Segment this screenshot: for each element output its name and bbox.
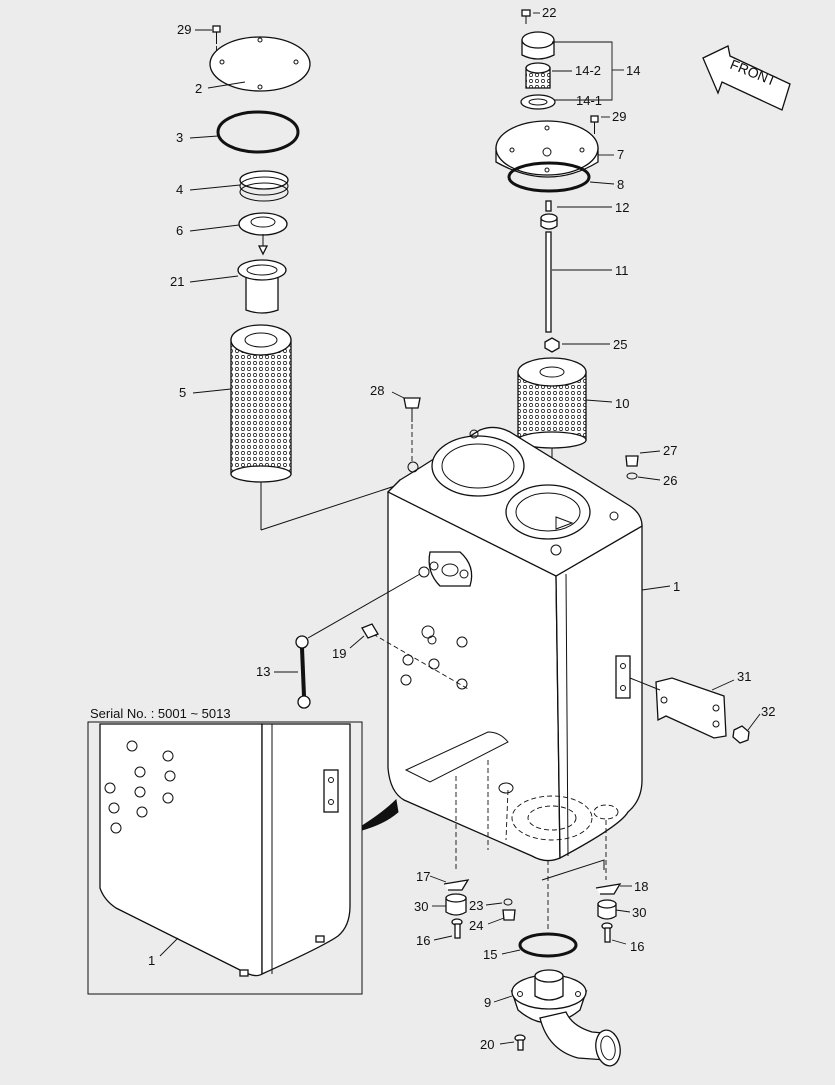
level-gauge-11 [540,213,612,333]
callout-30-left: 30 [414,899,428,914]
bolt-32 [732,713,761,744]
damper-30-left [432,893,467,916]
callout-8: 8 [617,177,624,192]
callout-29-left: 29 [177,22,191,37]
bolt-22 [521,9,540,24]
damper-30-right [597,899,631,920]
bolt-16-left [433,918,463,941]
callout-30-right: 30 [632,905,646,920]
callout-31: 31 [737,669,751,684]
callout-7: 7 [617,147,624,162]
callout-10: 10 [615,396,629,411]
callout-4: 4 [176,182,183,197]
seal-26 [626,472,661,481]
cover-plate-2 [207,36,311,92]
washer-23 [485,898,513,906]
callout-22: 22 [542,5,556,20]
inset-pointer [361,798,399,831]
clip-17 [429,875,470,891]
callout-2: 2 [195,81,202,96]
callout-29-right: 29 [612,109,626,124]
clip-18 [595,883,632,895]
callout-14-2: 14-2 [575,63,601,78]
breather-14 [520,31,624,110]
callout-18: 18 [634,879,648,894]
nut-25 [544,337,610,353]
sensor-19 [349,623,379,649]
pin-12 [545,200,612,212]
sleeve-21 [189,259,287,314]
callout-6: 6 [176,223,183,238]
callout-16-left: 16 [416,933,430,948]
callout-1-main: 1 [673,579,680,594]
callout-1-inset: 1 [148,953,155,968]
callout-25: 25 [613,337,627,352]
callout-32: 32 [761,704,775,719]
inset-title: Serial No. : 5001 ~ 5013 [90,706,231,721]
callout-11: 11 [615,263,629,278]
bolt-16-right [601,922,627,945]
callout-13: 13 [256,664,270,679]
callout-14: 14 [626,63,640,78]
callout-12: 12 [615,200,629,215]
o-ring-15 [501,932,578,958]
callout-23: 23 [469,898,483,913]
filter-element-5 [192,324,475,531]
callout-3: 3 [176,130,183,145]
screw-29-right [590,115,610,134]
callout-26: 26 [663,473,677,488]
suction-elbow-9 [493,969,621,1067]
o-ring-3 [189,110,300,154]
front-arrow: FRONT [702,45,791,111]
spring-4 [189,170,289,202]
callout-15: 15 [483,947,497,962]
callout-24: 24 [469,918,483,933]
callout-17: 17 [416,869,430,884]
bracket-31 [629,677,735,739]
hydraulic-tank-1 [365,426,643,930]
o-ring-8 [507,161,615,193]
callout-21: 21 [170,274,184,289]
drain-plug-24 [487,909,516,925]
link-13 [274,566,430,709]
plug-27 [625,450,661,467]
callout-28: 28 [370,383,384,398]
callout-9: 9 [484,995,491,1010]
callout-16-right: 16 [630,939,644,954]
strainer-10 [517,357,613,510]
valve-6 [189,212,288,256]
bolt-28 [391,391,421,462]
callout-5: 5 [179,385,186,400]
serial-inset: Serial No. : 5001 ~ 5013 [87,706,363,995]
callout-27: 27 [663,443,677,458]
callout-19: 19 [332,646,346,661]
bolt-20 [499,1034,526,1051]
callout-20: 20 [480,1037,494,1052]
callout-14-1: 14-1 [576,93,602,108]
